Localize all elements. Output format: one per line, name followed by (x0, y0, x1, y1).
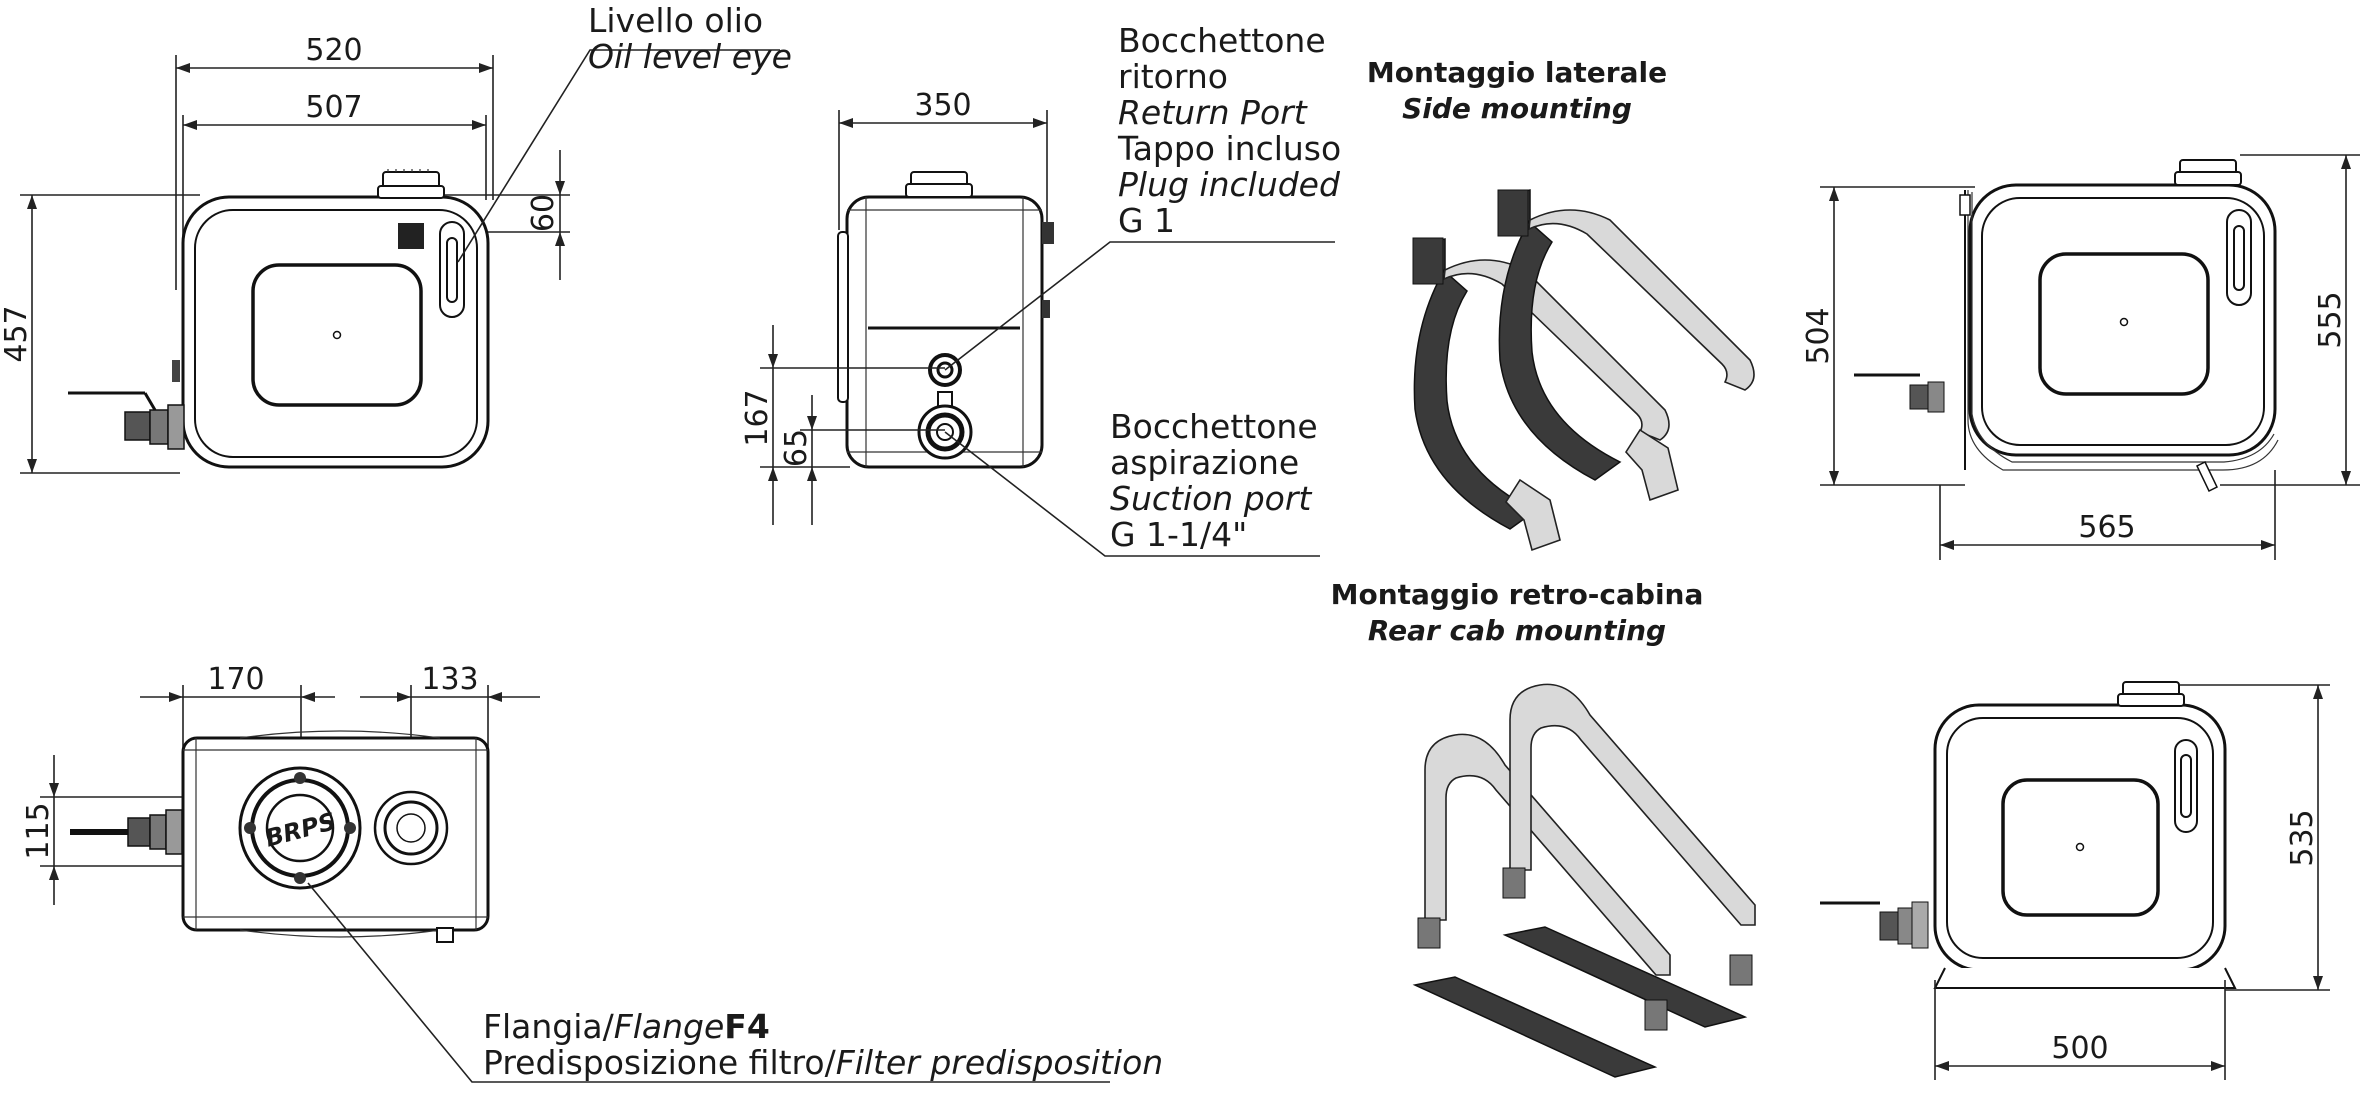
label-return-thread: G 1 (1118, 201, 1175, 240)
dim-front-width-inner: 507 (305, 90, 362, 125)
side-mount-title-it: Montaggio laterale (1367, 56, 1667, 89)
dim-front-width-outer: 520 (305, 33, 362, 68)
label-plate (398, 223, 424, 249)
dim-side-return-height: 167 (740, 389, 775, 446)
label-suction-en: Suction port (1110, 479, 1312, 518)
label-filter: Predisposizione filtro/Filter predisposi… (483, 1043, 1163, 1082)
label-flange-it: Flangia/ (483, 1007, 615, 1046)
label-return-it-1: Bocchettone (1118, 21, 1326, 60)
label-oil-level-it: Livello olio (588, 1, 763, 40)
dim-top-flange-offset: 170 (207, 662, 264, 697)
label-suction-it-2: aspirazione (1110, 443, 1299, 482)
drain-valve-top-icon (70, 809, 183, 855)
label-flange-code: F4 (724, 1007, 770, 1046)
side-view: 350 167 65 (740, 21, 1341, 557)
side-mount-brackets-illustration (1412, 189, 1755, 552)
label-filter-it: Predisposizione filtro/ (483, 1043, 837, 1082)
rear-mounting-section: Montaggio retro-cabina Rear cab mounting (1331, 578, 2330, 1080)
label-filter-en: Filter predisposition (836, 1043, 1163, 1082)
front-view: 520 507 457 60 (0, 1, 792, 474)
dim-side-width: 350 (914, 88, 971, 123)
rear-mount-title-en: Rear cab mounting (1368, 614, 1666, 647)
top-view: 170 133 115 BRPS (21, 662, 1163, 1083)
label-oil-level-en: Oil level eye (588, 37, 792, 76)
label-suction-it-1: Bocchettone (1110, 407, 1318, 446)
label-return-it-2: ritorno (1118, 57, 1228, 96)
dim-rear-mount-width: 500 (2051, 1031, 2108, 1066)
dim-side-suction-height: 65 (779, 429, 814, 467)
label-flange-en: Flange (614, 1007, 725, 1046)
inspection-window (251, 263, 423, 407)
dim-front-height: 457 (0, 305, 34, 362)
label-return-en: Return Port (1118, 93, 1308, 132)
filler-cap-top-icon (373, 790, 449, 866)
dim-side-mount-width: 565 (2078, 510, 2135, 545)
filter-flange-icon: BRPS (238, 766, 362, 890)
side-mount-title-en: Side mounting (1402, 92, 1632, 125)
oil-level-eye-icon (439, 221, 465, 318)
side-mounting-section: Montaggio laterale Side mounting (1367, 56, 2360, 560)
label-plug-en: Plug included (1118, 165, 1341, 204)
dim-rear-mount-height: 535 (2285, 809, 2320, 866)
rear-mount-title-it: Montaggio retro-cabina (1331, 578, 1704, 611)
label-suction-thread: G 1-1/4" (1110, 515, 1247, 554)
rear-mount-brackets-illustration (1412, 683, 1756, 1078)
dim-front-cap-offset: 60 (526, 194, 561, 232)
dim-side-mount-tank-height: 504 (1801, 307, 1836, 364)
dim-side-mount-total-height: 555 (2313, 291, 2348, 348)
label-flange: Flangia/FlangeF4 (483, 1007, 770, 1046)
filler-cap-icon (377, 169, 445, 199)
dim-top-valve-offset: 115 (21, 802, 56, 859)
drain-valve-icon (68, 360, 185, 450)
label-plug-it: Tappo incluso (1117, 129, 1341, 168)
dim-top-cap-offset: 133 (421, 662, 478, 697)
